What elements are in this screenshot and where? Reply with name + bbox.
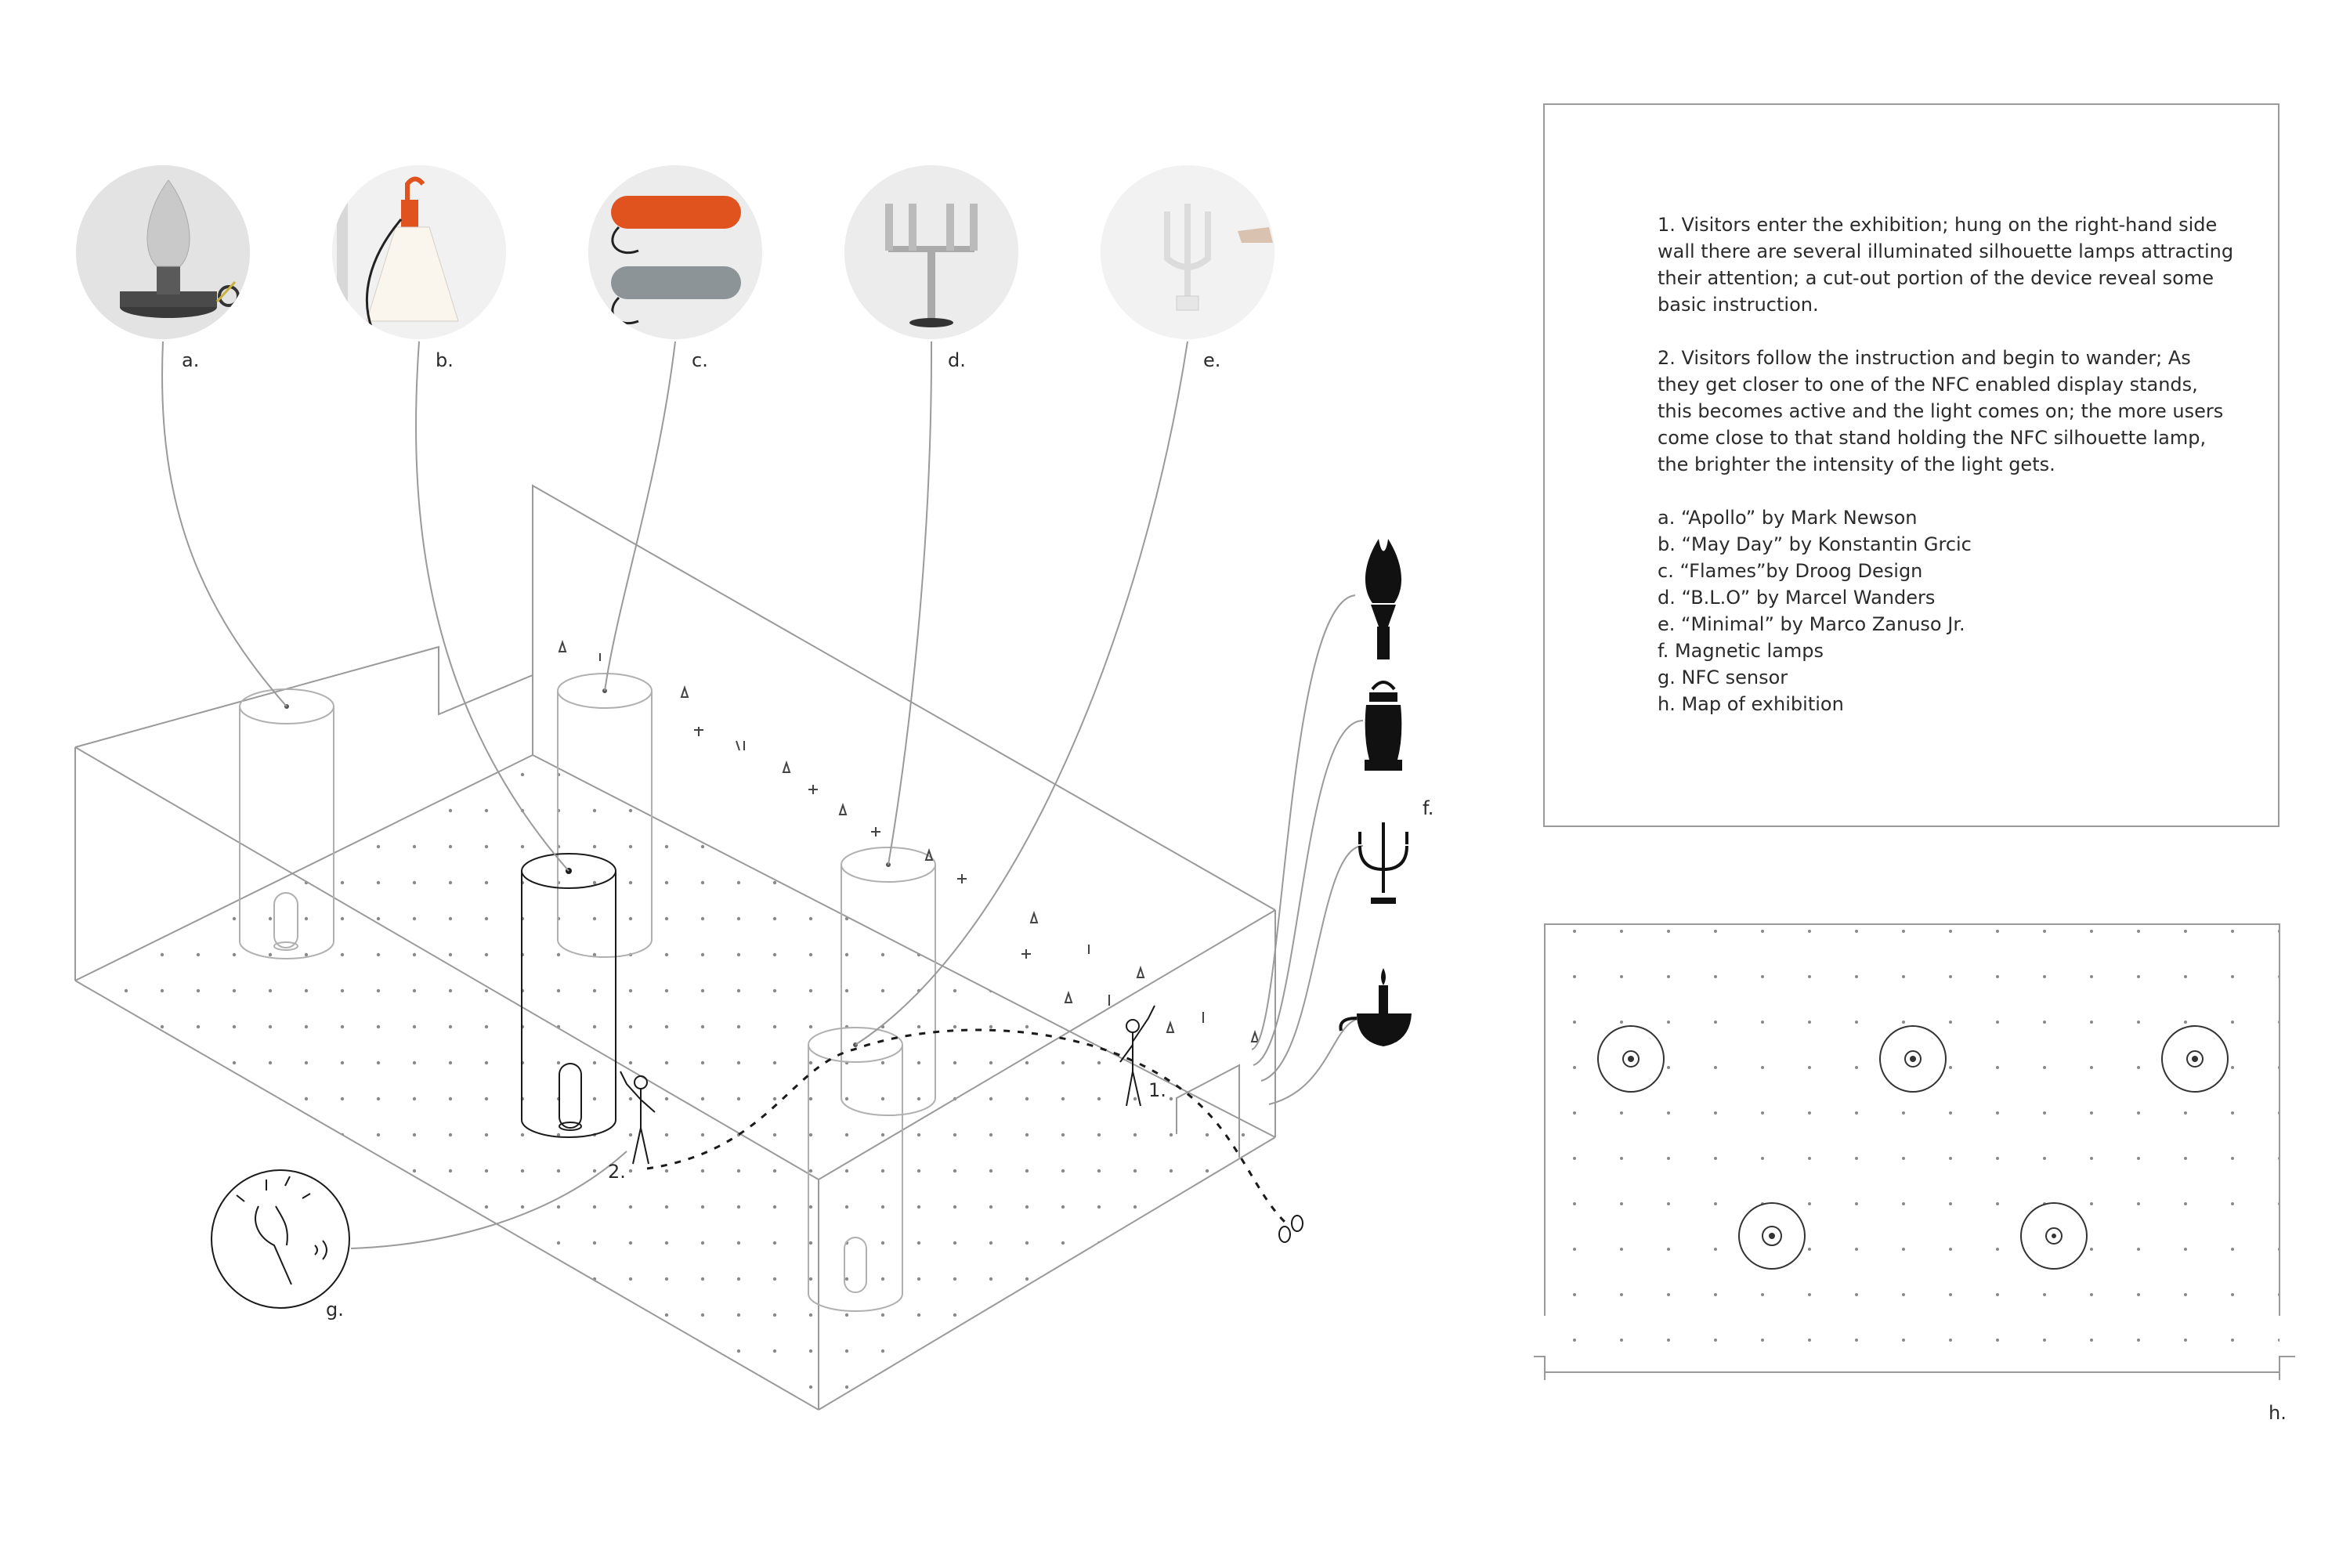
step-2-text: 2. Visitors follow the instruction and b… xyxy=(1658,347,2224,475)
visitor-label-2: 2. xyxy=(608,1161,626,1183)
lantern-icon xyxy=(1365,681,1402,771)
photo-may-day xyxy=(332,165,506,339)
hand-torch-nfc-icon xyxy=(211,1169,350,1309)
description-text: 1. Visitors enter the exhibition; hung o… xyxy=(1658,211,2237,717)
photo-label-b: b. xyxy=(436,349,454,371)
footprints-icon xyxy=(1278,1215,1303,1243)
photo-label-e: e. xyxy=(1203,349,1220,371)
legend-item-g: g. NFC sensor xyxy=(1658,667,1788,688)
candle-holder-icon xyxy=(1339,968,1412,1046)
legend-item-e: e. “Minimal” by Marco Zanuso Jr. xyxy=(1658,613,1965,635)
label-f: f. xyxy=(1423,797,1434,819)
stand-a xyxy=(239,688,334,959)
torch-icon xyxy=(1365,539,1402,659)
legend-item-f: f. Magnetic lamps xyxy=(1658,640,1824,662)
visitor-figure-2 xyxy=(620,1071,656,1165)
stand-b xyxy=(521,853,616,1138)
visitor-figure-1 xyxy=(1119,1005,1155,1107)
wall-lamp-silhouettes xyxy=(558,639,1260,1042)
legend-item-h: h. Map of exhibition xyxy=(1658,693,1844,715)
photo-blo xyxy=(844,165,1018,339)
exhibition-room xyxy=(74,484,1276,1411)
legend-list: a. “Apollo” by Mark Newson b. “May Day” … xyxy=(1658,504,2237,717)
label-h: h. xyxy=(2269,1402,2287,1424)
photo-label-d: d. xyxy=(948,349,966,371)
legend-item-c: c. “Flames”by Droog Design xyxy=(1658,560,1923,582)
step-1-text: 1. Visitors enter the exhibition; hung o… xyxy=(1658,214,2234,316)
photo-label-c: c. xyxy=(692,349,708,371)
exhibition-map xyxy=(1534,923,2295,1380)
description-panel: 1. Visitors enter the exhibition; hung o… xyxy=(1543,103,2280,827)
legend-item-d: d. “B.L.O” by Marcel Wanders xyxy=(1658,587,1936,609)
candelabra-icon xyxy=(1358,822,1408,904)
photo-label-a: a. xyxy=(182,349,199,371)
stand-e xyxy=(808,1027,903,1312)
legend-item-a: a. “Apollo” by Mark Newson xyxy=(1658,507,1918,529)
leader-lines xyxy=(161,341,1364,1249)
photo-flames xyxy=(588,165,762,339)
label-g: g. xyxy=(326,1299,344,1321)
legend-item-b: b. “May Day” by Konstantin Grcic xyxy=(1658,533,1972,555)
stand-d xyxy=(841,847,936,1116)
photo-minimal xyxy=(1101,165,1274,339)
visitor-label-1: 1. xyxy=(1148,1079,1166,1101)
stand-c xyxy=(557,673,653,958)
photo-apollo xyxy=(76,165,250,339)
